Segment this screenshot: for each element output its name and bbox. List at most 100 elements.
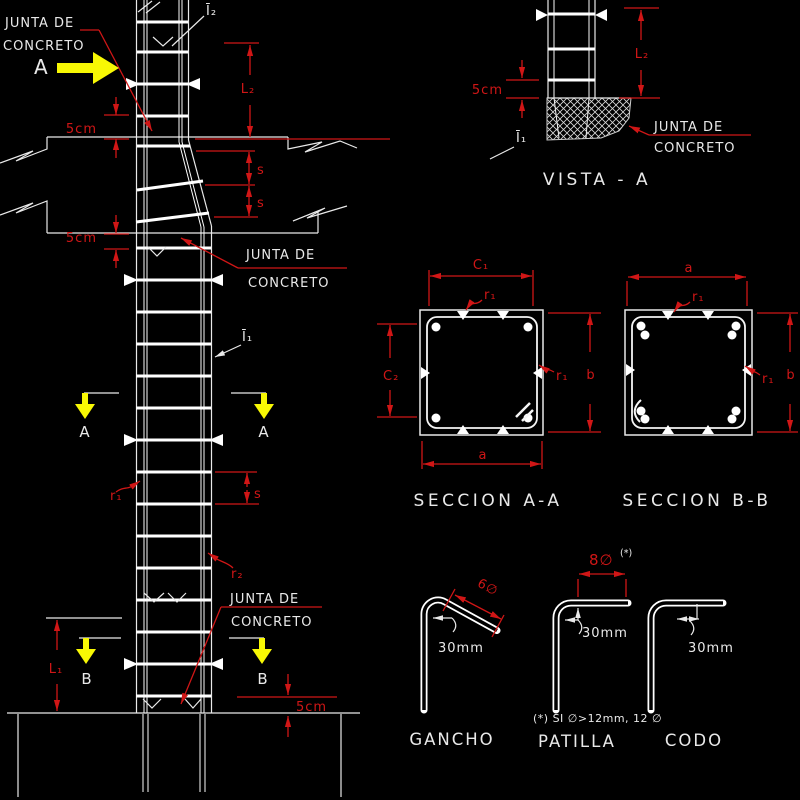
codo-bend-label: 30mm: [688, 641, 734, 656]
dim-5cm-top-label: 5cm: [66, 122, 97, 137]
bar-shape: [552, 599, 632, 714]
bar-mark-2-label: Ī₂: [206, 4, 217, 19]
dim-b-label: b: [786, 368, 795, 383]
bar-mark-1: Ī₁: [214, 330, 252, 358]
stirrups: [135, 20, 211, 698]
stirrup-hook: [633, 399, 642, 423]
junta-top-line1: JUNTA DE: [4, 16, 74, 31]
bar-core: [422, 598, 498, 710]
down-arrow-icon: [252, 649, 272, 664]
dim-5cm-splice-label: 5cm: [66, 231, 97, 246]
dim-5cm-splice: 5cm: [66, 215, 129, 268]
leader-line: [98, 29, 153, 132]
bar-mark-2: Ī₂: [171, 4, 217, 47]
patilla-dim: 8∅ (*): [577, 548, 632, 597]
gancho-bend-label: 30mm: [438, 641, 484, 656]
gancho-figure: 6∅ 30mm GANCHO: [409, 576, 505, 749]
radius-2-label: r₂: [231, 567, 244, 582]
dim-c1-label: C₁: [473, 258, 489, 273]
seccion-a-title: SECCION A-A: [414, 491, 563, 511]
right-arrow-icon: [93, 52, 119, 84]
junta-top-label: JUNTA DE CONCRETO: [3, 16, 153, 132]
radius-label: r₁: [692, 290, 705, 305]
dim-s-mid: s: [215, 471, 262, 505]
section-cut-b: B B: [76, 637, 272, 688]
patilla-bend-radius: 30mm: [565, 608, 628, 641]
junta-top-line2: CONCRETO: [3, 39, 85, 54]
dim-5cm-footing: 5cm: [237, 674, 337, 737]
gancho-title: GANCHO: [409, 730, 494, 749]
stirrup-hook: [515, 402, 534, 422]
bend-footnote: (*) SI ∅>12mm, 12 ∅: [533, 712, 662, 725]
arrow-shaft: [57, 63, 93, 73]
leader-line: [628, 125, 650, 136]
radius-top: r₁: [465, 288, 496, 311]
patilla-note-ref: (*): [620, 548, 632, 559]
junta-mid-line1: JUNTA DE: [245, 248, 315, 263]
dim-b: b: [757, 312, 798, 433]
leader-line: [180, 606, 222, 705]
radius-label: r₁: [762, 372, 775, 387]
radius-1-label: r₁: [110, 489, 123, 504]
dim-5cm-footing-label: 5cm: [296, 700, 327, 715]
dim-a: a: [626, 261, 748, 306]
view-marker-a-label: A: [34, 55, 48, 79]
dim-a: a: [421, 441, 543, 469]
section-b-label: B: [81, 670, 92, 688]
junta-mid-line2: CONCRETO: [248, 276, 330, 291]
section-cut-a: A A: [75, 392, 274, 441]
vista-title: VISTA - A: [543, 170, 651, 190]
bar-core: [649, 601, 723, 710]
vista-bar-mark-label: Ī₁: [516, 131, 527, 146]
seccion-b-title: SECCION B-B: [622, 491, 771, 511]
dim-s-label: s: [254, 487, 262, 502]
dim-c1: C₁: [428, 258, 534, 306]
down-arrow-icon: [75, 404, 95, 419]
junta-bottom-label: JUNTA DE CONCRETO: [180, 592, 322, 705]
longitudinal-bars: [143, 0, 205, 713]
codo-figure: 30mm CODO: [647, 599, 734, 750]
edge-triangle-markers: [626, 311, 751, 434]
radius-right: r₁: [744, 365, 775, 387]
dim-a-label: a: [685, 261, 694, 276]
corner-bars: [636, 321, 741, 424]
patilla-title: PATILLA: [538, 732, 616, 751]
seccion-a-a: C₁ r₁ C₂ b a r₁: [377, 258, 601, 511]
dim-c2-label: C₂: [383, 369, 399, 384]
vista-dim-5cm-label: 5cm: [472, 83, 503, 98]
radius-top: r₁: [673, 290, 705, 313]
gancho-bend-radius: 30mm: [433, 615, 484, 656]
footing: [7, 712, 360, 797]
dim-b-label: b: [586, 368, 595, 383]
corner-bars: [431, 322, 533, 423]
seccion-b-b: a r₁ b r₁ SECCION B-B: [622, 261, 798, 511]
elevation-view: JUNTA DE CONCRETO A Ī₂ L₂: [0, 0, 390, 797]
leader-line: [180, 237, 239, 269]
chevron-marks: [142, 36, 202, 709]
radius-right: r₁: [538, 364, 569, 384]
slab-lines: [0, 136, 358, 234]
top-break-symbol: [137, 0, 161, 14]
dim-5cm-top: 5cm: [66, 97, 129, 158]
section-b-label: B: [257, 670, 268, 688]
vista-a-view: 5cm L₂ Ī₁ JUNTA DE CONCRETO VISTA - A: [472, 0, 751, 190]
vista-dim-l2: L₂: [619, 7, 660, 99]
dim-l1-label: L₁: [49, 662, 63, 677]
dim-l2: L₂: [195, 42, 390, 140]
radius-labels: r₁ r₂: [110, 480, 244, 582]
down-arrow-icon: [76, 649, 96, 664]
vista-dim-5cm: 5cm: [472, 60, 539, 118]
patilla-bend-label: 30mm: [582, 626, 628, 641]
dim-b: b: [548, 312, 601, 433]
bar-core: [554, 601, 628, 710]
dim-s-splice: s s: [196, 150, 265, 218]
section-a-label: A: [258, 423, 269, 441]
radius-label: r₁: [556, 369, 569, 384]
patilla-dim-label: 8∅: [589, 551, 614, 569]
junta-bottom-line1: JUNTA DE: [229, 592, 299, 607]
dim-s-label: s: [257, 196, 265, 211]
down-arrow-icon: [254, 404, 274, 419]
dim-l2-label: L₂: [241, 82, 255, 97]
